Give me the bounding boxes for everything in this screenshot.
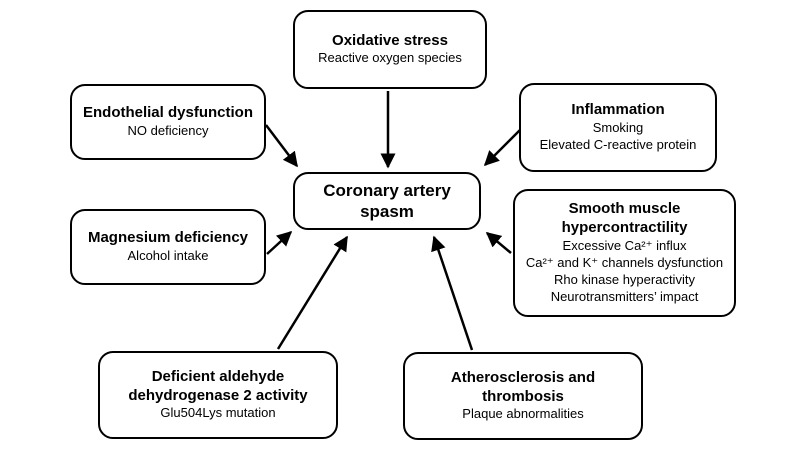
arrow-inflammation-to-center bbox=[483, 129, 521, 167]
node-magnesium-deficiency-line: Alcohol intake bbox=[127, 247, 209, 263]
node-oxidative-stress-title: Oxidative stress bbox=[332, 31, 448, 49]
arrow-magnesium-to-center bbox=[266, 230, 293, 255]
node-atherosclerosis-line: Plaque abnormalities bbox=[462, 406, 584, 422]
node-inflammation-line: Smoking bbox=[592, 119, 644, 135]
node-magnesium-deficiency: Magnesium deficiency Alcohol intake bbox=[70, 209, 266, 285]
node-endothelial-dysfunction-title: Endothelial dysfunction bbox=[82, 104, 253, 122]
node-coronary-artery-spasm-title: Coronary artery spasm bbox=[323, 180, 451, 221]
node-endothelial-dysfunction-line: NO deficiency bbox=[127, 122, 209, 138]
node-magnesium-deficiency-title: Magnesium deficiency bbox=[87, 229, 249, 247]
node-oxidative-stress-line: Reactive oxygen species bbox=[318, 50, 462, 66]
node-smooth-muscle-title: Smooth muscle hypercontractility bbox=[561, 200, 688, 237]
node-inflammation-line: Elevated C-reactive protein bbox=[539, 136, 697, 152]
node-aldehyde-line: Glu504Lys mutation bbox=[160, 405, 276, 421]
node-smooth-muscle-line: Excessive Ca²⁺ influx bbox=[562, 237, 687, 253]
node-atherosclerosis-title: Atherosclerosis and thrombosis bbox=[450, 368, 596, 405]
node-aldehyde-title: Deficient aldehyde dehydrogenase 2 activ… bbox=[128, 367, 308, 404]
node-endothelial-dysfunction: Endothelial dysfunction NO deficiency bbox=[70, 84, 266, 160]
node-inflammation-title: Inflammation bbox=[571, 101, 665, 119]
arrow-aldehyde-to-center bbox=[276, 235, 349, 350]
node-oxidative-stress: Oxidative stress Reactive oxygen species bbox=[293, 10, 487, 89]
node-smooth-muscle-line: Rho kinase hyperactivity bbox=[554, 271, 695, 287]
arrow-smooth-muscle-to-center bbox=[485, 232, 512, 254]
arrow-endothelial-to-center bbox=[265, 124, 298, 168]
node-atherosclerosis-thrombosis: Atherosclerosis and thrombosis Plaque ab… bbox=[403, 352, 643, 440]
node-coronary-artery-spasm: Coronary artery spasm bbox=[293, 172, 481, 230]
node-smooth-muscle-line: Neurotransmitters’ impact bbox=[550, 288, 699, 304]
node-inflammation: Inflammation Smoking Elevated C-reactive… bbox=[519, 83, 717, 172]
node-smooth-muscle-hypercontractility: Smooth muscle hypercontractility Excessi… bbox=[513, 189, 736, 317]
arrow-atherosclerosis-to-center bbox=[431, 235, 474, 351]
node-deficient-aldehyde-dehydrogenase: Deficient aldehyde dehydrogenase 2 activ… bbox=[98, 351, 338, 439]
node-smooth-muscle-line: Ca²⁺ and K⁺ channels dysfunction bbox=[525, 254, 724, 270]
